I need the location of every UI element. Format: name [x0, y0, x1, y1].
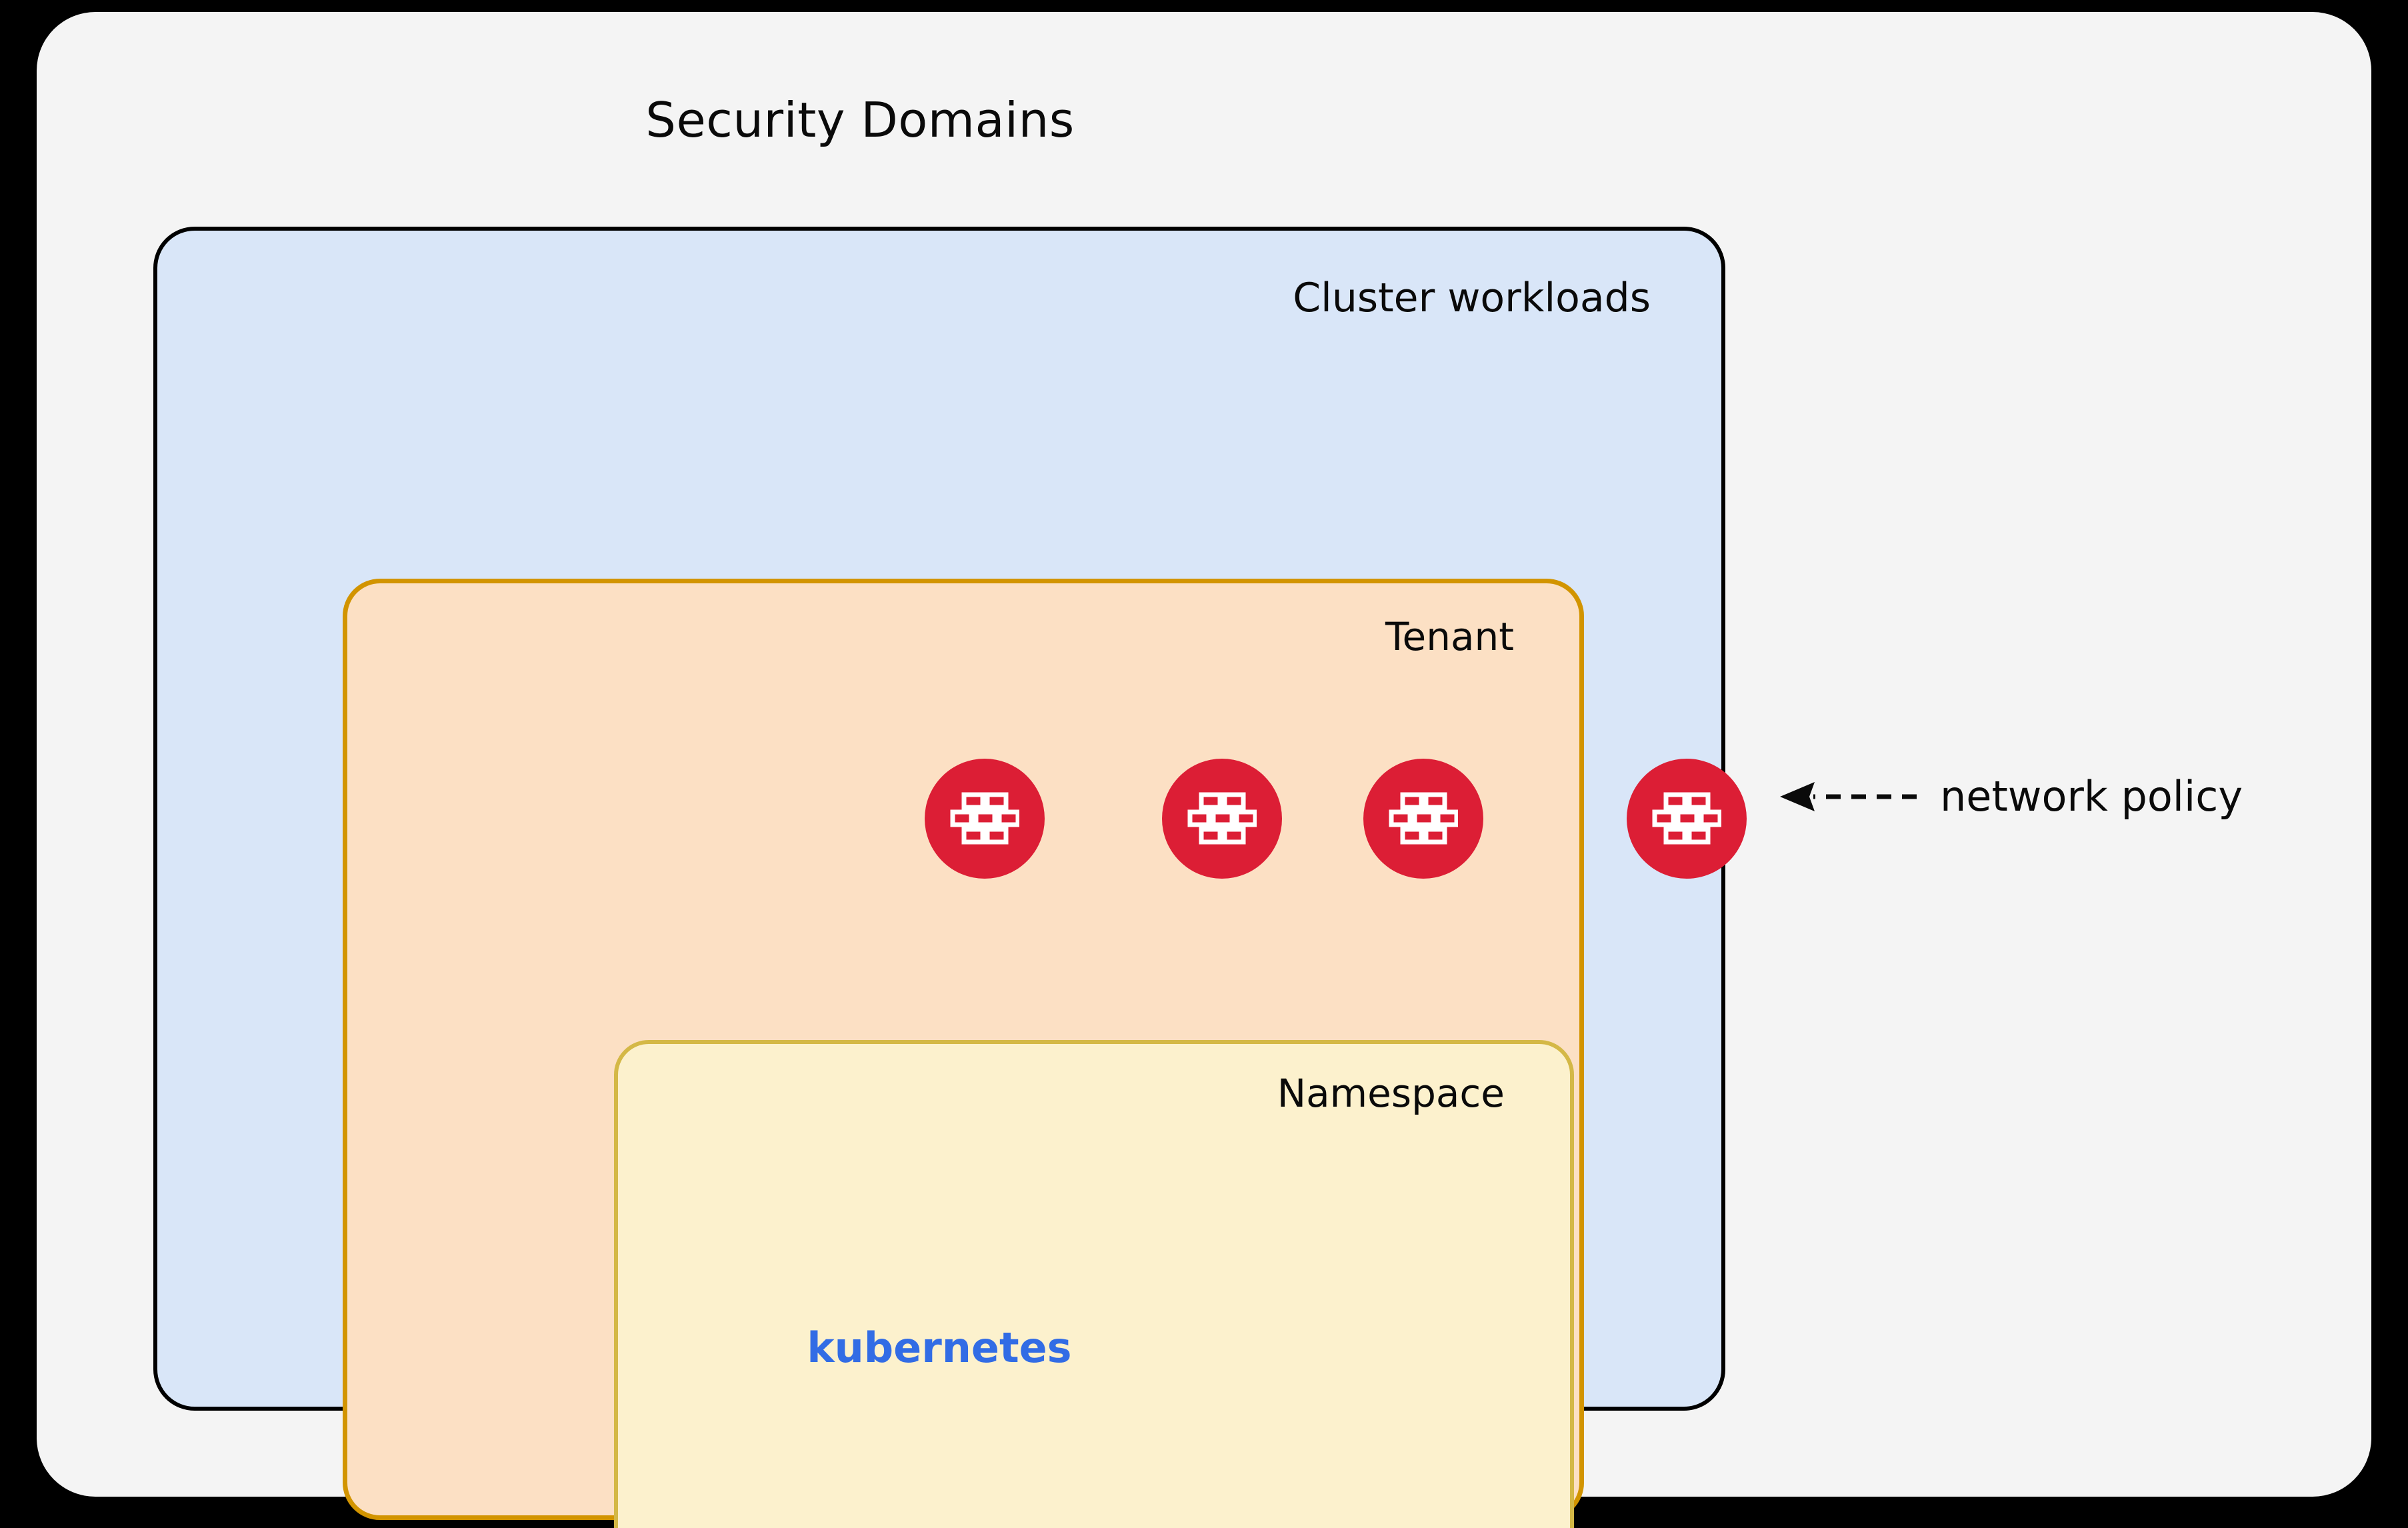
- firewall-brick-wall-icon: [1652, 792, 1721, 845]
- tenant-boundary: Tenant Namespace Endpoint groups: [343, 579, 1584, 1528]
- firewall-brick-wall-icon: [1389, 792, 1458, 845]
- firewall-brick-wall-icon: [950, 792, 1019, 845]
- policy-marker-endpoint-groups[interactable]: [925, 759, 1045, 879]
- namespace-label: Namespace: [1277, 1071, 1505, 1116]
- security-domains-boundary: Security Domains Cluster workloads Tenan…: [37, 12, 2371, 1528]
- kubernetes-logo-text: kubernetes: [807, 1323, 1072, 1372]
- namespace-boundary: Namespace Endpoint groups: [614, 1040, 1574, 1528]
- policy-marker-tenant[interactable]: [1363, 759, 1483, 879]
- policy-marker-cluster-workloads[interactable]: [1627, 759, 1747, 879]
- security-domains-label: Security Domains: [645, 92, 1075, 148]
- tenant-label: Tenant: [1385, 614, 1514, 659]
- dashed-left-arrow-icon: [1773, 777, 1920, 817]
- firewall-brick-wall-icon: [1187, 792, 1257, 845]
- network-policy-callout: network policy: [1773, 772, 2243, 821]
- network-policy-label: network policy: [1940, 772, 2243, 821]
- policy-marker-namespace[interactable]: [1162, 759, 1282, 879]
- cluster-workloads-label: Cluster workloads: [1293, 275, 1651, 321]
